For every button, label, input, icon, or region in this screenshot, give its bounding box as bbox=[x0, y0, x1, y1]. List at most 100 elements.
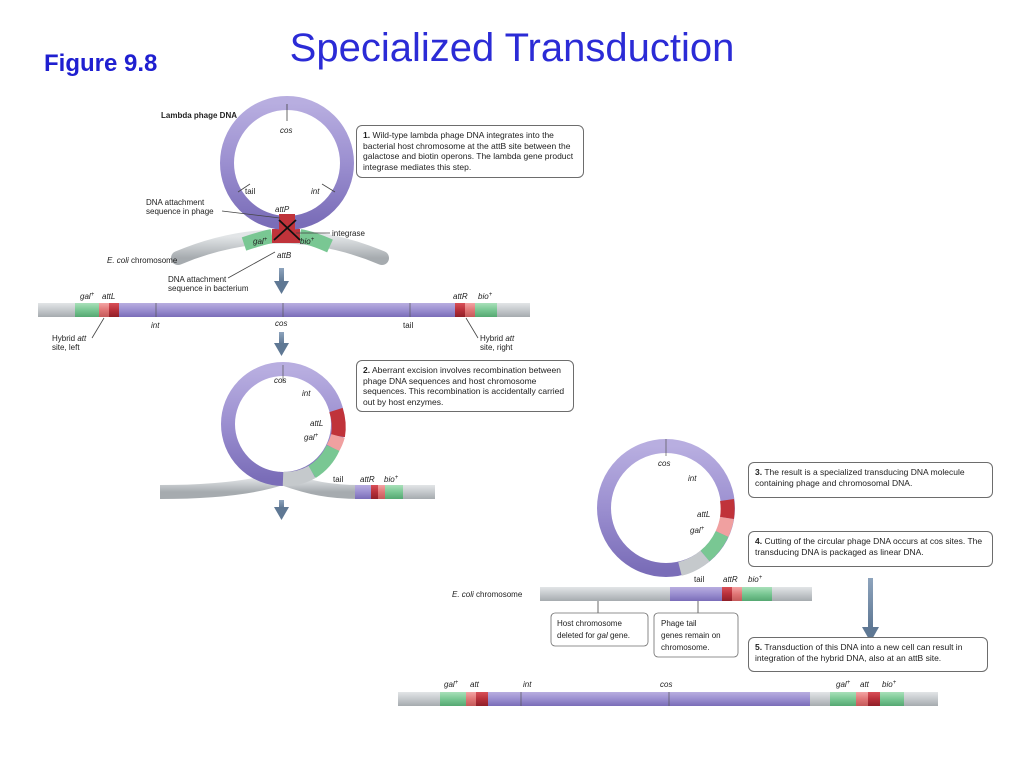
gal-label: gal+ bbox=[253, 237, 268, 246]
step-4-box: 4. Cutting of the circular phage DNA occ… bbox=[748, 531, 993, 567]
step-1-text: Wild-type lambda phage DNA integrates in… bbox=[363, 130, 574, 172]
step-3-num: 3. bbox=[755, 467, 763, 477]
hybrid-left-leader bbox=[91, 317, 105, 339]
attB-label: attB bbox=[277, 251, 292, 260]
excision-host-in-loop bbox=[282, 465, 316, 487]
attP-label: attP bbox=[275, 205, 290, 214]
excision-tail-label: tail bbox=[333, 475, 343, 484]
transducing-int-label: int bbox=[688, 474, 697, 483]
integrase-label: integrase bbox=[332, 229, 365, 238]
final-att-left-outer bbox=[466, 692, 476, 706]
excision-attL-label: attL bbox=[310, 419, 323, 428]
excision-int-label: int bbox=[302, 389, 311, 398]
hybrid-right-line1: Hybrid att bbox=[480, 334, 515, 343]
deleted-bio-label: bio+ bbox=[748, 575, 763, 584]
integrase-cross-b bbox=[278, 219, 301, 241]
page-title: Specialized Transduction bbox=[0, 26, 1024, 71]
tail-linear-label: tail bbox=[403, 321, 413, 330]
dna-att-phage-line2: sequence in phage bbox=[146, 207, 214, 216]
step-4-text: Cutting of the circular phage DNA occurs… bbox=[755, 536, 983, 557]
bio-right-label: bio+ bbox=[478, 292, 493, 301]
transducing-attL-outer bbox=[715, 516, 734, 537]
transducing-attL-core bbox=[720, 498, 735, 520]
step-5-box: 5. Transduction of this DNA into a new c… bbox=[748, 637, 988, 672]
excision-bio bbox=[385, 485, 403, 499]
transducing-cos-label: cos bbox=[658, 459, 670, 468]
step-5-text: Transduction of this DNA into a new cell… bbox=[755, 642, 963, 663]
tail-genes-line1: Phage tail bbox=[661, 619, 697, 628]
hybrid-left-line2: site, left bbox=[52, 343, 80, 352]
cos-label: cos bbox=[280, 126, 292, 135]
gal-segment bbox=[241, 229, 274, 251]
prophage bbox=[119, 303, 455, 317]
attL-label: attL bbox=[102, 292, 115, 301]
arrow-1-shaft bbox=[279, 268, 284, 282]
tail-tick bbox=[237, 183, 251, 193]
dna-att-bact-leader bbox=[227, 251, 276, 279]
final-att-right-outer bbox=[856, 692, 868, 706]
transducing-gal-label: gal+ bbox=[690, 526, 705, 535]
step-3-text: The result is a specialized transducing … bbox=[755, 467, 965, 488]
bio-right bbox=[475, 303, 497, 317]
host-deleted-line2: deleted for gal gene. bbox=[557, 631, 630, 640]
deleted-tail-label: tail bbox=[694, 575, 704, 584]
arrow-3-head bbox=[274, 507, 289, 520]
int-label: int bbox=[311, 187, 320, 196]
excision-gal-label: gal+ bbox=[304, 433, 319, 442]
final-gal-left-label: gal+ bbox=[444, 680, 459, 689]
final-att-right-core bbox=[868, 692, 880, 706]
cos-linear-label: cos bbox=[275, 319, 287, 328]
final-att-left-core bbox=[476, 692, 488, 706]
step-2-num: 2. bbox=[363, 365, 371, 375]
deleted-attR-core bbox=[722, 587, 732, 601]
transducing-host bbox=[677, 550, 710, 576]
attP-segment bbox=[279, 214, 295, 230]
excision-attR-label: attR bbox=[360, 475, 375, 484]
ecoli-chromosome-label-1: E. coli chromosome bbox=[107, 256, 178, 265]
step-3-box: 3. The result is a specialized transduci… bbox=[748, 462, 993, 498]
attR-core bbox=[455, 303, 465, 317]
hybrid-right-leader bbox=[465, 317, 479, 339]
arrow-2-shaft bbox=[279, 332, 284, 344]
gal-left bbox=[75, 303, 99, 317]
arrow-3-shaft bbox=[279, 500, 284, 508]
attR-label: attR bbox=[453, 292, 468, 301]
final-bio bbox=[880, 692, 904, 706]
step-5-num: 5. bbox=[755, 642, 763, 652]
final-prophage bbox=[488, 692, 810, 706]
attL-core bbox=[109, 303, 119, 317]
figure-label: Figure 9.8 bbox=[44, 50, 158, 77]
integrase-cross-a bbox=[273, 219, 297, 241]
tail-label: tail bbox=[245, 187, 255, 196]
tail-genes-line3: chromosome. bbox=[661, 643, 709, 652]
lambda-dna-label: Lambda phage DNA bbox=[161, 111, 237, 120]
transducing-gal bbox=[700, 530, 729, 562]
arrow-4-shaft bbox=[868, 578, 873, 628]
excision-attR-core bbox=[371, 485, 378, 499]
hybrid-left-line1: Hybrid att bbox=[52, 334, 87, 343]
step-1-num: 1. bbox=[363, 130, 371, 140]
arrow-4-head bbox=[862, 627, 879, 642]
deleted-attR-label: attR bbox=[723, 575, 738, 584]
final-bio-label: bio+ bbox=[882, 680, 897, 689]
final-int-label: int bbox=[523, 680, 532, 689]
final-host-insert bbox=[810, 692, 830, 706]
attR-outer bbox=[465, 303, 475, 317]
dna-att-bact-line2: sequence in bacterium bbox=[168, 284, 249, 293]
dna-att-phage-line1: DNA attachment bbox=[146, 198, 205, 207]
ecoli-chromosome-label-2: E. coli chromosome bbox=[452, 590, 523, 599]
dna-att-bact-line1: DNA attachment bbox=[168, 275, 227, 284]
final-gal-right-label: gal+ bbox=[836, 680, 851, 689]
final-gal-right bbox=[830, 692, 856, 706]
step-2-text: Aberrant excision involves recombination… bbox=[363, 365, 565, 407]
excision-cos-label: cos bbox=[274, 376, 286, 385]
excision-gal bbox=[308, 444, 340, 478]
arrow-2-head bbox=[274, 343, 289, 356]
transducing-attL-label: attL bbox=[697, 510, 710, 519]
attL-outer bbox=[99, 303, 109, 317]
excision-attR-outer bbox=[378, 485, 385, 499]
deleted-attR-outer bbox=[732, 587, 742, 601]
tail-genes-box bbox=[653, 612, 739, 658]
excision-phage-stub bbox=[355, 485, 371, 499]
int-tick bbox=[321, 183, 336, 193]
